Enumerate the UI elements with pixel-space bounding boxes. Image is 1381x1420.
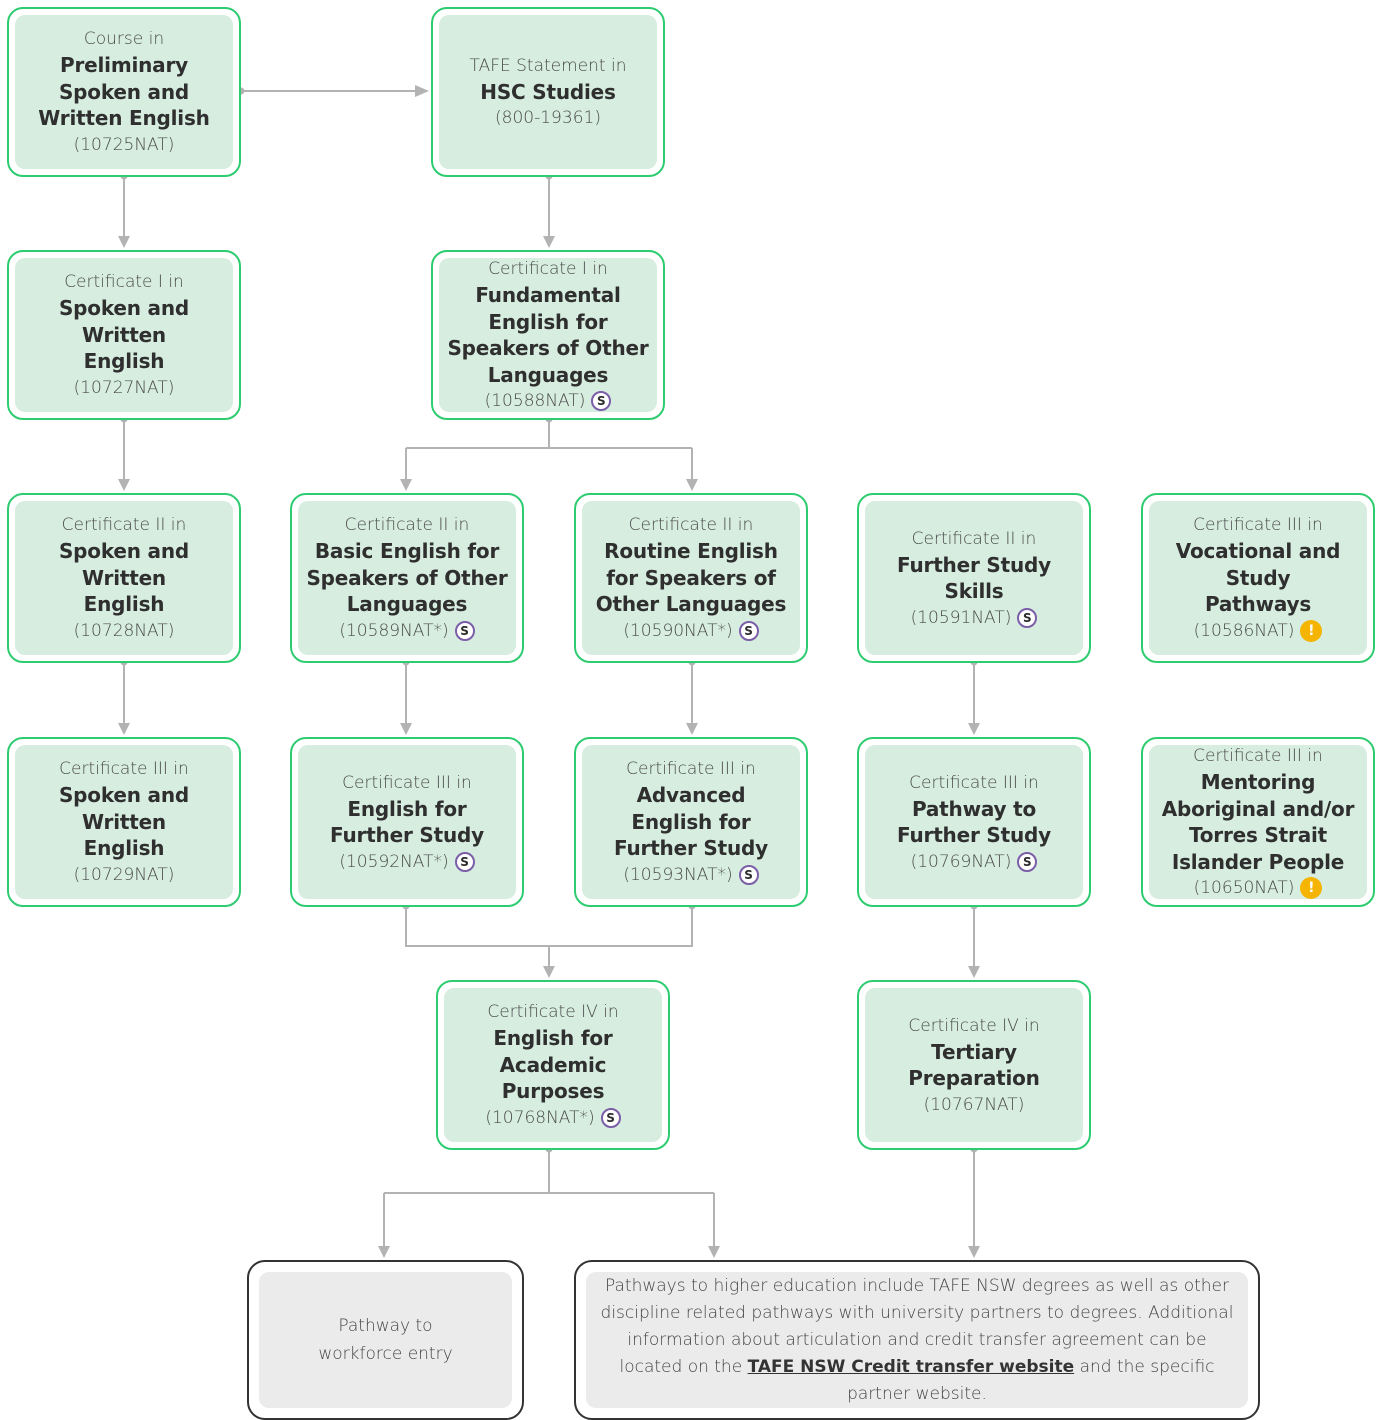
s-badge-icon: S <box>738 620 759 641</box>
node-title: English for Further Study <box>330 796 484 848</box>
node-kind: Certificate III in <box>909 772 1039 793</box>
connector-line <box>405 906 693 947</box>
node-title: Vocational and Study Pathways <box>1175 539 1341 617</box>
s-badge-icon: S <box>738 864 759 885</box>
node-cert2-spoken[interactable]: Certificate II in Spoken and Written Eng… <box>7 493 241 663</box>
arrow-down <box>543 966 555 978</box>
node-code: (10725NAT) <box>73 134 175 155</box>
arrow-down <box>708 1246 720 1258</box>
outcome-workforce-line1: Pathway to <box>338 1316 433 1336</box>
node-prelim[interactable]: Course in Preliminary Spoken and Written… <box>7 7 241 177</box>
node-title: English for Academic Purposes <box>493 1026 613 1104</box>
node-title: Spoken and Written English <box>58 783 190 861</box>
outcome-workforce: Pathway to workforce entry <box>247 1260 524 1420</box>
node-tafe-hsc[interactable]: TAFE Statement in HSC Studies (800-19361… <box>431 7 665 177</box>
node-cert3-vocational[interactable]: Certificate III in Vocational and Study … <box>1141 493 1375 663</box>
node-cert4-eap[interactable]: Certificate IV in English for Academic P… <box>436 980 670 1150</box>
node-title: Spoken and Written English <box>58 539 190 617</box>
node-kind: TAFE Statement in <box>469 55 627 76</box>
node-cert1-spoken[interactable]: Certificate I in Spoken and Written Engl… <box>7 250 241 420</box>
node-cert4-tertiary[interactable]: Certificate IV in Tertiary Preparation (… <box>857 980 1091 1150</box>
node-kind: Certificate III in <box>1193 515 1323 536</box>
warning-icon: ! <box>1300 877 1323 899</box>
node-code: (10593NAT*) <box>623 864 733 885</box>
node-code: (10590NAT*) <box>623 620 733 641</box>
arrow-down <box>543 236 555 248</box>
node-code: (10727NAT) <box>73 377 175 398</box>
s-badge-icon: S <box>1017 851 1038 872</box>
arrow-down <box>400 723 412 735</box>
outcome-higher-ed-text: Pathways to higher education include TAF… <box>600 1275 1234 1377</box>
node-kind: Certificate III in <box>1193 746 1323 766</box>
node-kind: Certificate II in <box>628 515 754 536</box>
arrow-down <box>118 723 130 735</box>
node-kind: Certificate II in <box>61 515 187 536</box>
node-title: HSC Studies <box>480 79 616 104</box>
node-title: Spoken and Written English <box>58 296 190 374</box>
warning-icon: ! <box>1300 619 1323 642</box>
node-code: (10769NAT) <box>910 851 1012 872</box>
node-code: (10592NAT*) <box>339 851 449 872</box>
node-cert2-further[interactable]: Certificate II in Further Study Skills (… <box>857 493 1091 663</box>
outcome-higher-ed-text-after: and the specific partner website. <box>847 1356 1215 1404</box>
node-code: (10586NAT) <box>1193 620 1295 641</box>
node-cert3-mentoring[interactable]: Certificate III in Mentoring Aboriginal … <box>1141 737 1375 907</box>
node-cert3-english-further[interactable]: Certificate III in English for Further S… <box>290 737 524 907</box>
arrow-down <box>686 479 698 491</box>
node-code: (10728NAT) <box>73 620 175 641</box>
node-kind: Certificate II in <box>344 515 470 536</box>
s-badge-icon: S <box>1017 607 1038 628</box>
arrow-down <box>400 479 412 491</box>
arrow-down <box>968 966 980 978</box>
s-badge-icon: S <box>591 391 612 411</box>
node-title: Pathway to Further Study <box>897 796 1051 848</box>
outcome-workforce-line2: workforce entry <box>318 1344 453 1364</box>
node-title: Mentoring Aboriginal and/or Torres Strai… <box>1161 770 1355 874</box>
arrow-down <box>968 723 980 735</box>
node-title: Further Study Skills <box>897 552 1051 604</box>
arrow-down <box>118 479 130 491</box>
node-kind: Certificate III in <box>59 759 189 780</box>
outcome-higher-education: Pathways to higher education include TAF… <box>574 1260 1260 1420</box>
node-kind: Certificate II in <box>911 528 1037 549</box>
node-kind: Certificate III in <box>626 759 756 780</box>
node-title: Basic English for Speakers of Other Lang… <box>306 539 508 617</box>
node-title: Tertiary Preparation <box>908 1039 1040 1091</box>
arrow-down <box>686 723 698 735</box>
node-title: Advanced English for Further Study <box>614 783 768 861</box>
node-title: Routine English for Speakers of Other La… <box>595 539 787 617</box>
node-cert3-pathway[interactable]: Certificate III in Pathway to Further St… <box>857 737 1091 907</box>
node-kind: Certificate IV in <box>487 1002 619 1023</box>
node-cert2-routine[interactable]: Certificate II in Routine English for Sp… <box>574 493 808 663</box>
arrow-down <box>378 1246 390 1258</box>
node-kind: Certificate I in <box>488 259 608 279</box>
node-code: (10591NAT) <box>910 607 1012 628</box>
node-cert2-basic[interactable]: Certificate II in Basic English for Spea… <box>290 493 524 663</box>
node-code: (800-19361) <box>495 108 601 129</box>
arrow-down <box>118 236 130 248</box>
node-title: Preliminary Spoken and Written English <box>38 53 210 131</box>
node-kind: Certificate I in <box>64 272 184 293</box>
node-title: Fundamental English for Speakers of Othe… <box>447 283 649 387</box>
s-badge-icon: S <box>600 1107 621 1128</box>
node-code: (10589NAT*) <box>339 620 449 641</box>
credit-transfer-link[interactable]: TAFE NSW Credit transfer website <box>747 1356 1075 1377</box>
arrow-right <box>415 85 429 97</box>
node-code: (10650NAT) <box>1193 878 1295 898</box>
node-cert3-spoken[interactable]: Certificate III in Spoken and Written En… <box>7 737 241 907</box>
s-badge-icon: S <box>454 620 475 641</box>
node-cert1-fundamental[interactable]: Certificate I in Fundamental English for… <box>431 250 665 420</box>
node-kind: Certificate IV in <box>908 1015 1040 1036</box>
node-code: (10729NAT) <box>73 864 175 885</box>
arrow-down <box>968 1246 980 1258</box>
s-badge-icon: S <box>454 851 475 872</box>
node-cert3-advanced[interactable]: Certificate III in Advanced English for … <box>574 737 808 907</box>
node-code: (10588NAT) <box>484 391 586 411</box>
node-kind: Certificate III in <box>342 772 472 793</box>
node-kind: Course in <box>83 29 165 50</box>
node-code: (10768NAT*) <box>485 1107 595 1128</box>
node-code: (10767NAT) <box>923 1094 1025 1115</box>
